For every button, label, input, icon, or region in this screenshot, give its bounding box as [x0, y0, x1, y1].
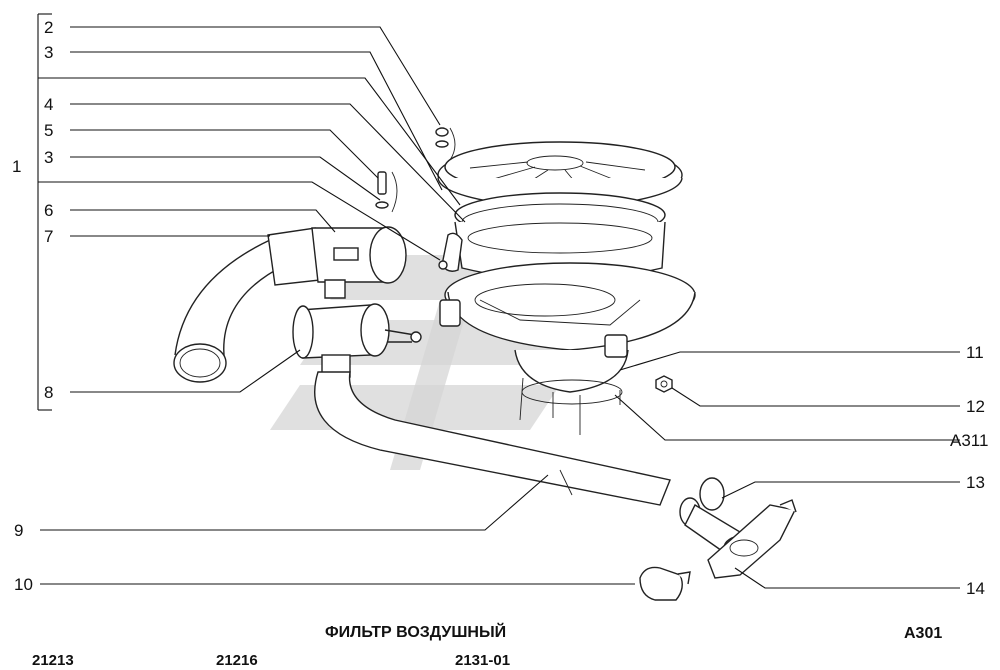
callout-2: 2 — [44, 18, 53, 37]
studs — [519, 377, 621, 435]
nut-12 — [655, 375, 673, 393]
warm-air-hose — [314, 371, 671, 506]
clamp-latch — [438, 232, 463, 272]
callout-9: 9 — [14, 521, 23, 540]
clip — [639, 566, 691, 601]
filter-housing — [439, 262, 696, 405]
model-code-1: 21213 — [32, 652, 74, 669]
callout-10: 10 — [14, 575, 33, 594]
callout-13: 13 — [966, 473, 985, 492]
thermo-valve-upper — [267, 226, 407, 299]
inlet-hose — [173, 239, 286, 383]
callout-3-upper: 3 — [44, 43, 53, 62]
diagram-title: ФИЛЬТР ВОЗДУШНЫЙ — [325, 622, 506, 641]
callout-5: 5 — [44, 121, 53, 140]
group-bracket-1 — [37, 13, 52, 411]
nut-washer-top — [435, 127, 456, 161]
model-code-2: 21216 — [216, 652, 258, 669]
leader-lines — [38, 26, 960, 589]
callout-3-lower: 3 — [44, 148, 53, 167]
screw-washer — [375, 171, 398, 213]
callout-1: 1 — [12, 157, 21, 176]
model-code-3: 2131-01 — [455, 652, 510, 669]
thermo-valve-lower — [292, 303, 422, 378]
callout-14: 14 — [966, 579, 985, 598]
callout-8: 8 — [44, 383, 53, 402]
callout-7: 7 — [44, 227, 53, 246]
hose-clamp — [679, 477, 725, 527]
callout-11: 11 — [966, 343, 984, 362]
callout-4: 4 — [44, 95, 53, 114]
page-code: А301 — [904, 625, 942, 642]
callout-12: 12 — [966, 397, 985, 416]
callout-a311: А311 — [950, 431, 988, 450]
callout-6: 6 — [44, 201, 53, 220]
mounting-bracket — [707, 499, 797, 579]
